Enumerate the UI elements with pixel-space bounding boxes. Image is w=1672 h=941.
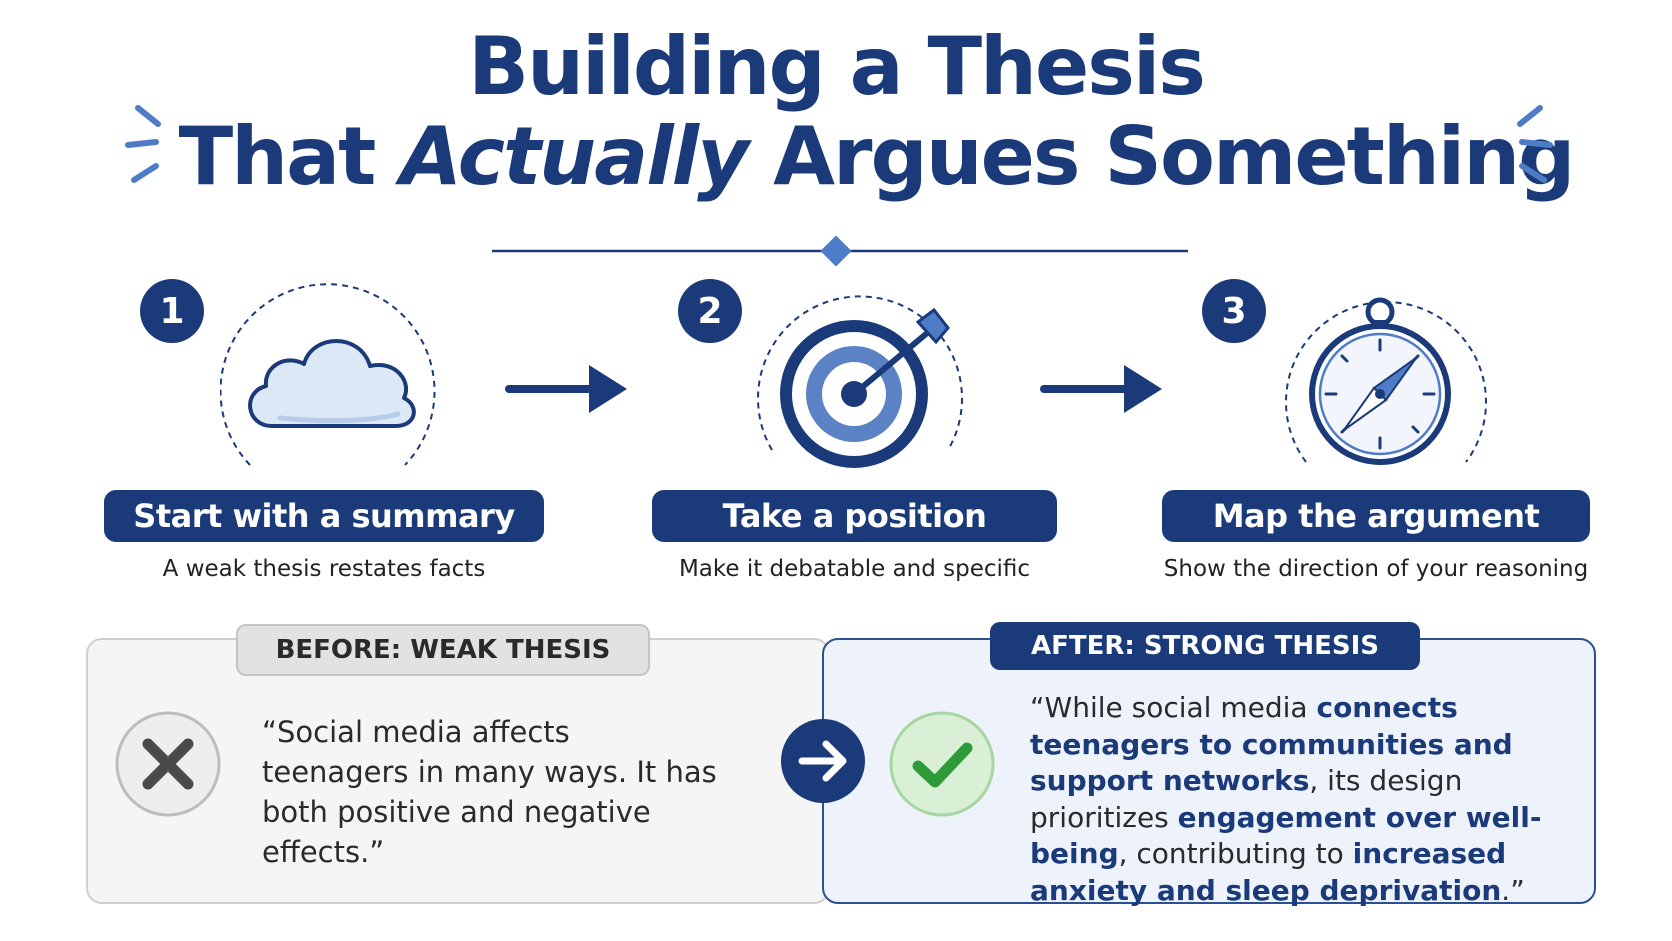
arrow-right-icon xyxy=(1040,365,1162,413)
x-icon xyxy=(115,711,221,817)
sparkle-left-icon xyxy=(125,105,161,183)
page-title-line1: Building a Thesis xyxy=(468,20,1206,113)
target-icon xyxy=(757,295,963,468)
step-label-1: Start with a summary xyxy=(104,490,544,542)
step-number-2: 2 xyxy=(678,279,742,343)
title-divider xyxy=(492,236,1188,266)
strong-thesis-quote: “While social media connects teenagers t… xyxy=(1030,691,1542,907)
weak-thesis-quote: “Social media affects teenagers in many … xyxy=(262,715,717,869)
step-description-2: Make it debatable and specific xyxy=(678,556,1031,582)
after-tag: AFTER: STRONG THESIS xyxy=(990,622,1420,670)
step-label-3: Map the argument xyxy=(1162,490,1590,542)
cloud-icon xyxy=(220,283,436,466)
step-label-2: Take a position xyxy=(652,490,1057,542)
arrow-circle-icon xyxy=(781,719,865,803)
sparkle-right-icon xyxy=(1517,105,1553,183)
step-description-1: A weak thesis restates facts xyxy=(162,556,486,582)
step-number-3: 3 xyxy=(1202,279,1266,343)
highlight-phrase: increased anxiety and sleep deprivation xyxy=(1030,837,1507,907)
highlight-phrase: connects teenagers to communities and su… xyxy=(1030,691,1513,797)
page-title-line2: That Actually Argues Something xyxy=(178,110,1576,203)
highlight-phrase: engagement over well-being xyxy=(1030,800,1542,871)
check-icon xyxy=(889,711,995,817)
arrow-right-icon xyxy=(505,365,627,413)
compass-icon xyxy=(1285,297,1487,465)
before-tag: BEFORE: WEAK THESIS xyxy=(236,624,650,676)
step-number-1: 1 xyxy=(140,279,204,343)
emphasis-word: Actually xyxy=(400,110,749,203)
step-description-3: Show the direction of your reasoning xyxy=(1163,556,1589,582)
